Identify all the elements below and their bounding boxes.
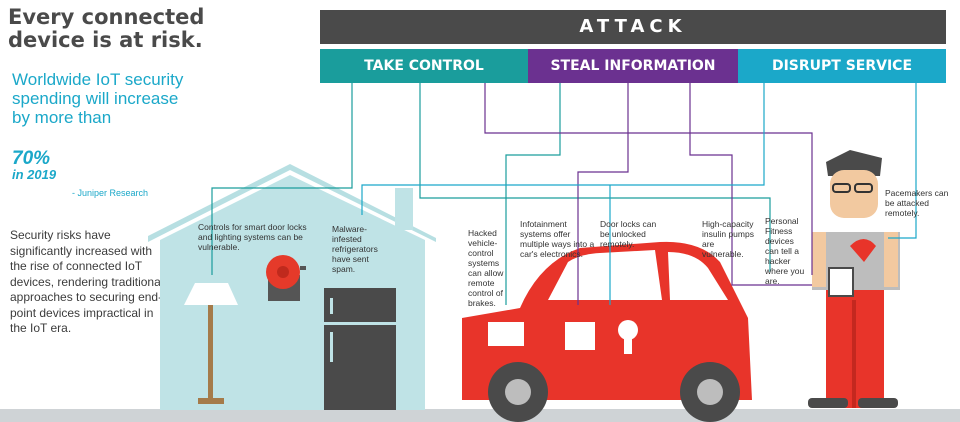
stat-source: - Juniper Research <box>72 188 149 198</box>
category-disrupt-service: DISRUPT SERVICE <box>738 49 946 83</box>
person-icon <box>808 150 900 408</box>
note-fitness: Personal Fitness devices can tell a hack… <box>765 216 805 286</box>
stat-text: Worldwide IoT security spending will inc… <box>12 70 184 127</box>
body-text: Security risks have significantly increa… <box>10 228 164 335</box>
lamp-icon <box>184 283 238 404</box>
page-title: Every connected device is at risk. <box>8 5 205 52</box>
car-icon <box>462 241 752 422</box>
fridge-icon <box>324 288 396 410</box>
stat-year: in 2019 <box>12 167 57 182</box>
category-take-control: TAKE CONTROL <box>320 49 528 83</box>
note-pacemaker: Pacemakers can be attacked remotely. <box>885 188 949 218</box>
note-door-locks: Door locks can be unlocked remotely. <box>600 219 657 249</box>
note-brakes: Hacked vehicle-control systems can allow… <box>468 228 504 308</box>
stat-number: 70% <box>12 148 51 169</box>
category-steal-information: STEAL INFORMATION <box>528 49 738 83</box>
note-smart-home: Controls for smart door locks and lighti… <box>198 222 307 252</box>
attack-banner: ATTACK <box>320 10 946 44</box>
alarm-icon <box>266 255 306 301</box>
note-infotainment: Infotainment systems offer multiple ways… <box>520 219 595 259</box>
connector-lines <box>211 83 917 305</box>
note-insulin: High-capacity insulin pumps are vulnerab… <box>702 219 754 259</box>
note-fridge: Malware-infested refrigerators have sent… <box>332 224 378 274</box>
